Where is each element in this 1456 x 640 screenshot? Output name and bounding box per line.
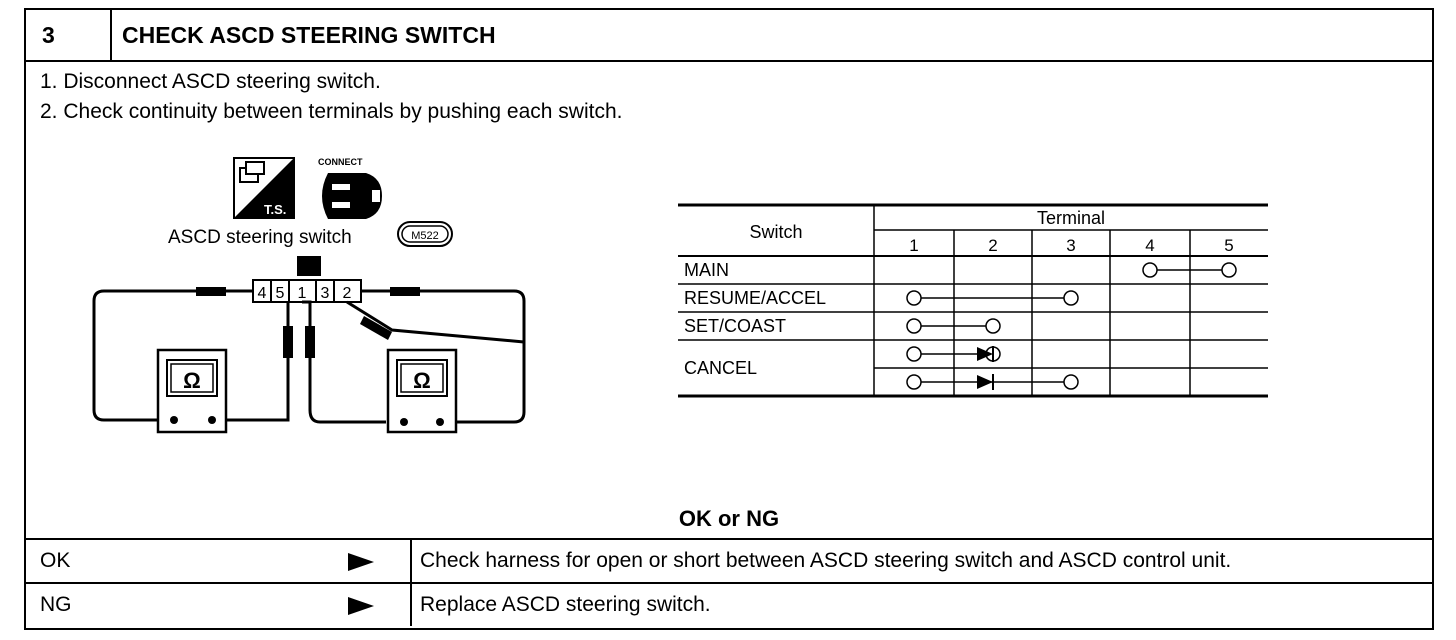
switch-connector: 4 5 1 3 2: [252, 256, 362, 303]
ohmmeter-right: Ω: [386, 348, 458, 434]
ng-label: NG: [40, 593, 72, 616]
terminal-header-4: 4: [1145, 236, 1154, 255]
diode-icon: [977, 375, 993, 389]
terminal-header-3: 3: [1066, 236, 1075, 255]
terminal-node: [906, 346, 922, 362]
col-header-terminal: Terminal: [1037, 208, 1105, 228]
switch-row-label: SET/COAST: [684, 316, 786, 336]
terminal-node: [906, 318, 922, 334]
divider: [410, 584, 412, 626]
switch-row-label: CANCEL: [684, 358, 757, 378]
connector-icon: CONNECT: [318, 157, 382, 219]
terminal-node: [1063, 374, 1079, 390]
step-header: 3 CHECK ASCD STEERING SWITCH: [26, 10, 1432, 62]
pin-2: 2: [343, 285, 352, 302]
divider: [410, 540, 412, 582]
pin-5: 5: [276, 285, 285, 302]
step-title: CHECK ASCD STEERING SWITCH: [122, 22, 496, 48]
connector-code-badge: M522: [397, 221, 453, 247]
terminal-node: [906, 374, 922, 390]
connect-label: CONNECT: [318, 157, 363, 167]
terminal-node: [985, 318, 1001, 334]
terminal-node: [1063, 290, 1079, 306]
instruction-1: 1. Disconnect ASCD steering switch.: [40, 70, 381, 93]
pin-4: 4: [258, 285, 267, 302]
service-manual-icon: T.S.: [233, 157, 295, 219]
switch-label: ASCD steering switch: [168, 227, 352, 248]
arrow-right-icon: [348, 597, 374, 615]
switch-row-label: RESUME/ACCEL: [684, 288, 826, 308]
connector-code: M522: [411, 230, 439, 242]
terminal-header-2: 2: [988, 236, 997, 255]
probe-sleeves: [196, 287, 420, 358]
terminal-header-5: 5: [1224, 236, 1233, 255]
ok-ng-title: OK or NG: [678, 506, 780, 531]
terminal-node: [1221, 262, 1237, 278]
ts-badge: T.S.: [264, 202, 286, 217]
terminal-header-1: 1: [909, 236, 918, 255]
ohmmeter-left: Ω: [156, 348, 228, 434]
terminal-node: [906, 290, 922, 306]
ng-action: Replace ASCD steering switch.: [420, 593, 711, 616]
result-row-ok: OK Check harness for open or short betwe…: [26, 538, 1432, 582]
instruction-2: 2. Check continuity between terminals by…: [40, 100, 623, 123]
ok-label: OK: [40, 549, 71, 572]
pin-3: 3: [321, 285, 330, 302]
switch-row-label: MAIN: [684, 260, 729, 280]
diode-icon: [977, 347, 993, 361]
procedure-frame: 3 CHECK ASCD STEERING SWITCH 1. Disconne…: [24, 8, 1434, 630]
step-number: 3: [26, 10, 112, 60]
pin-1: 1: [298, 285, 307, 302]
ok-action: Check harness for open or short between …: [420, 549, 1232, 572]
ohmmeter-icon: Ω: [413, 368, 431, 393]
terminal-node: [1142, 262, 1158, 278]
diagram-area: T.S. CONNECT ASCD steering switch M522 4: [92, 157, 1268, 434]
ohmmeter-icon: Ω: [183, 368, 201, 393]
arrow-right-icon: [348, 553, 374, 571]
col-header-switch: Switch: [749, 222, 802, 242]
result-row-ng: NG Replace ASCD steering switch.: [26, 582, 1432, 626]
